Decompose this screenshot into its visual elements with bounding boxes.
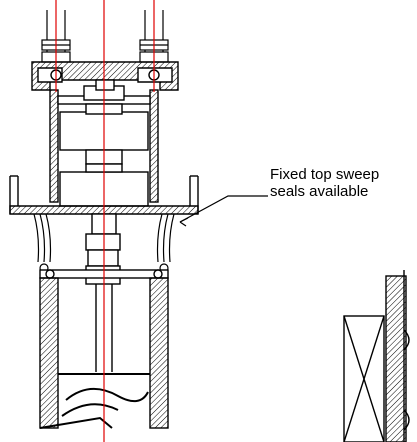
callout-annotation: Fixed top sweep seals available <box>270 166 379 200</box>
piston-plate <box>39 373 150 429</box>
right-sweep-seal <box>156 213 175 273</box>
callout-line-1: Fixed top sweep <box>270 166 380 183</box>
centerlines <box>55 0 155 442</box>
left-wall <box>39 277 59 429</box>
right-wall <box>149 277 169 429</box>
valve-stem <box>85 213 121 372</box>
callout-line-2: seals available <box>270 183 369 200</box>
side-view-fragment <box>343 270 410 442</box>
left-sweep-seal <box>33 213 52 273</box>
callout-leader-line <box>179 195 268 227</box>
